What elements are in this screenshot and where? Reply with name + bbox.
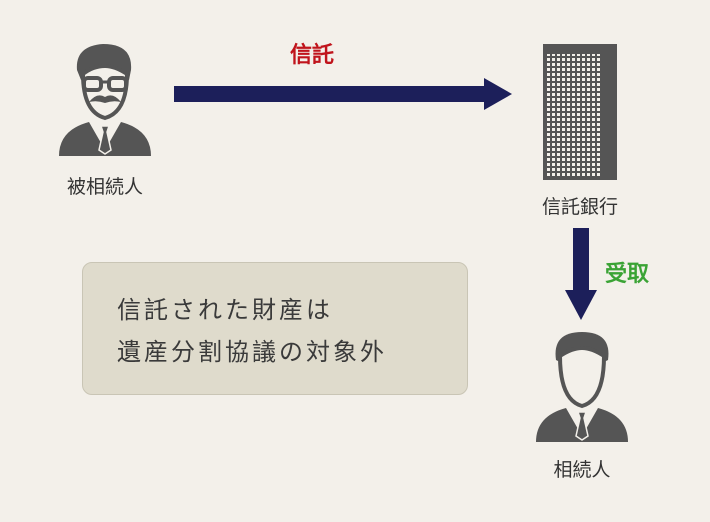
note-line-2: 遺産分割協議の対象外: [117, 338, 387, 366]
receive-label: 受取: [605, 262, 650, 287]
bank-label: 信託銀行: [541, 196, 618, 218]
person-icon: [536, 332, 628, 442]
note-line-1: 信託された財産は: [117, 296, 333, 324]
person-glasses-mustache-icon: [59, 44, 151, 156]
trust-arrow: [174, 78, 512, 110]
heir-label: 相続人: [553, 459, 611, 481]
trust-label: 信託: [290, 43, 335, 68]
receive-arrow: [565, 228, 597, 320]
note-box: 信託された財産は 遺産分割協議の対象外: [82, 262, 468, 395]
decedent-label: 被相続人: [66, 176, 143, 198]
building-icon: [543, 44, 617, 180]
